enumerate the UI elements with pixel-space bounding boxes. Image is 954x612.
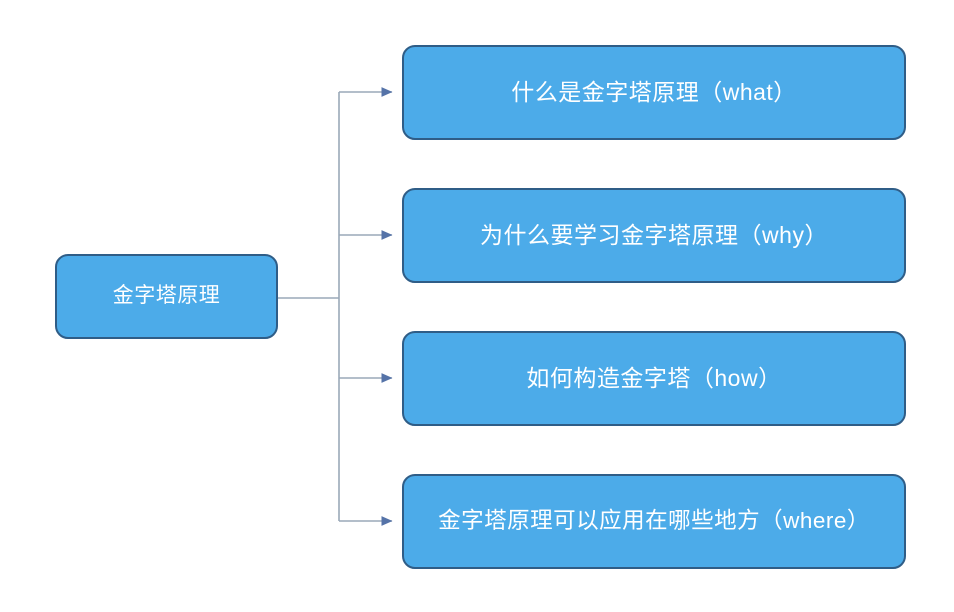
node-child-why[interactable]: 为什么要学习金字塔原理（why） [402,188,906,283]
node-child-what-label: 什么是金字塔原理（what） [511,79,797,106]
node-root-label: 金字塔原理 [112,284,221,308]
node-child-where-label: 金字塔原理可以应用在哪些地方（where） [438,508,870,534]
node-child-how[interactable]: 如何构造金字塔（how） [402,331,906,426]
node-child-why-label: 为什么要学习金字塔原理（why） [480,222,828,249]
node-child-what[interactable]: 什么是金字塔原理（what） [402,45,906,140]
node-child-how-label: 如何构造金字塔（how） [526,365,782,392]
node-root[interactable]: 金字塔原理 [55,254,278,339]
node-child-where[interactable]: 金字塔原理可以应用在哪些地方（where） [402,474,906,569]
